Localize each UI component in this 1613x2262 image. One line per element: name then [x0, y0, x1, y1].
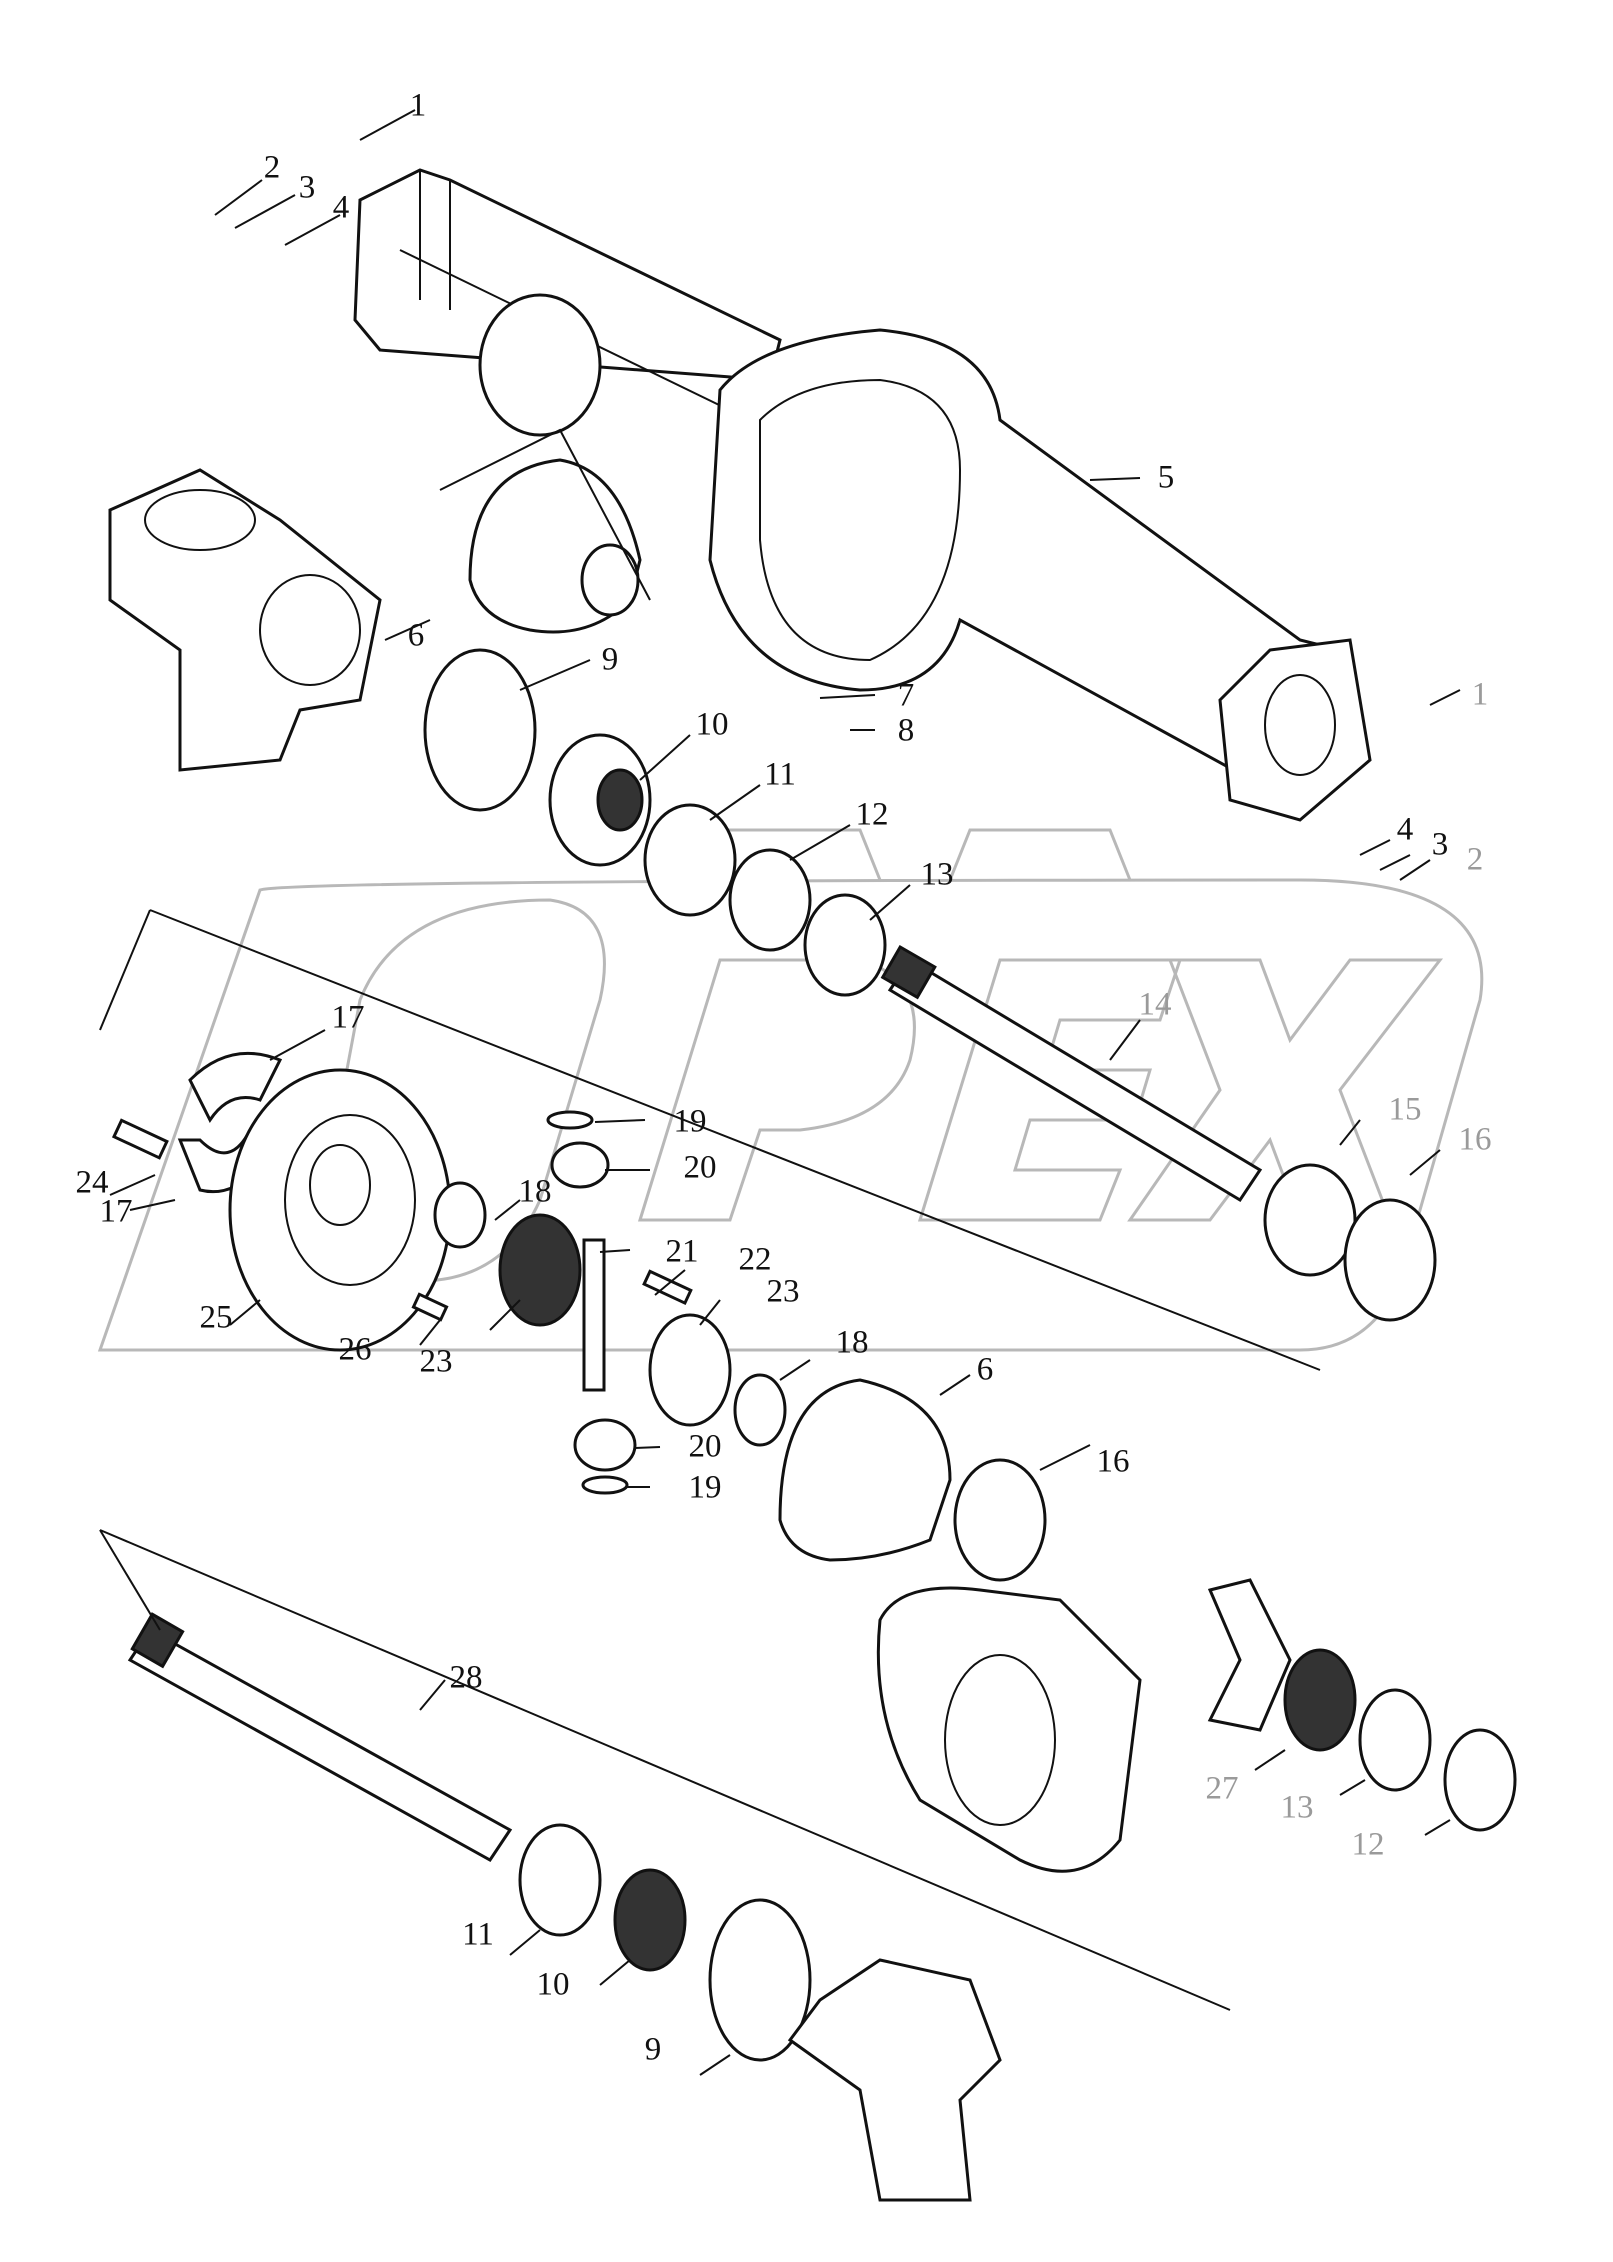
- ring-12-lower: [1443, 1728, 1517, 1832]
- callout-26: 26: [338, 1331, 372, 1368]
- pinion-gear-20-lower: [573, 1418, 637, 1472]
- callout-17-upper: 17: [331, 999, 365, 1036]
- callout-16-lower: 16: [1096, 1443, 1130, 1480]
- callout-18-right: 18: [835, 1324, 869, 1361]
- bevel-gear-10-lower: [613, 1868, 687, 1972]
- leader-lines: [109, 109, 1461, 2076]
- callout-15: 15: [1388, 1091, 1422, 1128]
- callout-16-right: 16: [1458, 1121, 1492, 1158]
- side-gear-23-right: [648, 1313, 732, 1427]
- callout-2: 2: [263, 149, 281, 186]
- callout-21: 21: [665, 1233, 699, 1270]
- callout-3-right: 3: [1431, 826, 1449, 863]
- pin-26: [411, 1292, 449, 1322]
- half-shaft-14: [880, 944, 1263, 1203]
- differential-case-lower: [778, 1378, 952, 1562]
- callout-12: 12: [855, 796, 889, 833]
- callout-1: 1: [409, 87, 427, 124]
- callout-9: 9: [601, 641, 619, 678]
- callout-10: 10: [695, 706, 729, 743]
- callout-14: 14: [1138, 986, 1172, 1023]
- side-gear-23-left: [498, 1213, 582, 1327]
- callout-17-lower: 17: [99, 1193, 133, 1230]
- callout-4-right: 4: [1396, 811, 1414, 848]
- callout-20-lower: 20: [688, 1428, 722, 1465]
- thrust-washer-18-right: [733, 1373, 787, 1447]
- callout-6-lower: 6: [976, 1351, 994, 1388]
- callout-5: 5: [1157, 459, 1175, 496]
- differential-case-upper: [468, 458, 642, 634]
- bolt-24: [111, 1118, 169, 1160]
- bearing-16-right: [1343, 1198, 1437, 1322]
- assembly-lines: [99, 428, 1321, 2011]
- bearing-cap: [1207, 1578, 1292, 1732]
- callout-28: 28: [449, 1659, 483, 1696]
- callout-24: 24: [75, 1164, 109, 1201]
- callout-22: 22: [738, 1241, 772, 1278]
- callout-20-upper: 20: [683, 1149, 717, 1186]
- callout-10-lower: 10: [536, 1966, 570, 2003]
- gear-housing: [876, 1586, 1142, 1873]
- washer-19-lower: [581, 1475, 629, 1495]
- cross-shaft-21: [582, 1238, 606, 1392]
- ring-13-upper: [803, 893, 887, 997]
- washer-19-upper: [546, 1110, 594, 1130]
- bearing-16-lower: [953, 1458, 1047, 1582]
- callout-2-right: 2: [1466, 841, 1484, 878]
- thrust-washer-18-left: [433, 1181, 487, 1249]
- callout-1-right: 1: [1471, 676, 1489, 713]
- callout-13: 13: [920, 856, 954, 893]
- callout-27: 27: [1205, 1770, 1239, 1807]
- bearing-11-lower: [518, 1823, 602, 1937]
- callout-4: 4: [332, 189, 350, 226]
- callout-7: 7: [897, 677, 915, 714]
- callout-19-upper: 19: [673, 1103, 707, 1140]
- axle-housing: [353, 168, 1372, 822]
- crown-gear-25: [228, 1068, 452, 1352]
- seal-ring-15: [1263, 1163, 1357, 1277]
- callout-23-left: 23: [419, 1343, 453, 1380]
- bearing-11-upper: [643, 803, 737, 917]
- lock-plate-17-upper: [188, 1051, 283, 1123]
- pin-22: [642, 1269, 693, 1306]
- seal-ring-9-upper: [423, 648, 537, 812]
- callout-12-lower: 12: [1351, 1826, 1385, 1863]
- ring-13-lower: [1358, 1688, 1432, 1792]
- callout-19-lower: 19: [688, 1469, 722, 1506]
- pinion-gear-20-upper: [550, 1141, 610, 1189]
- seal-ring-9-lower: [708, 1898, 812, 2062]
- callout-13-lower: 13: [1280, 1789, 1314, 1826]
- callout-11: 11: [764, 756, 796, 793]
- callout-18-left: 18: [518, 1173, 552, 1210]
- callout-25: 25: [199, 1299, 233, 1336]
- oil-seal-27: [1283, 1648, 1357, 1752]
- axle-bracket-left: [108, 468, 382, 772]
- callout-3: 3: [298, 169, 316, 206]
- callout-9-lower: 9: [644, 2031, 662, 2068]
- ring-12-upper: [728, 848, 812, 952]
- half-shaft-28: [127, 1612, 513, 1862]
- callout-11-lower: 11: [462, 1916, 494, 1953]
- callout-8: 8: [897, 712, 915, 749]
- axle-bracket-right: [787, 1958, 1002, 2202]
- callout-23-right: 23: [766, 1273, 800, 1310]
- callout-6: 6: [407, 617, 425, 654]
